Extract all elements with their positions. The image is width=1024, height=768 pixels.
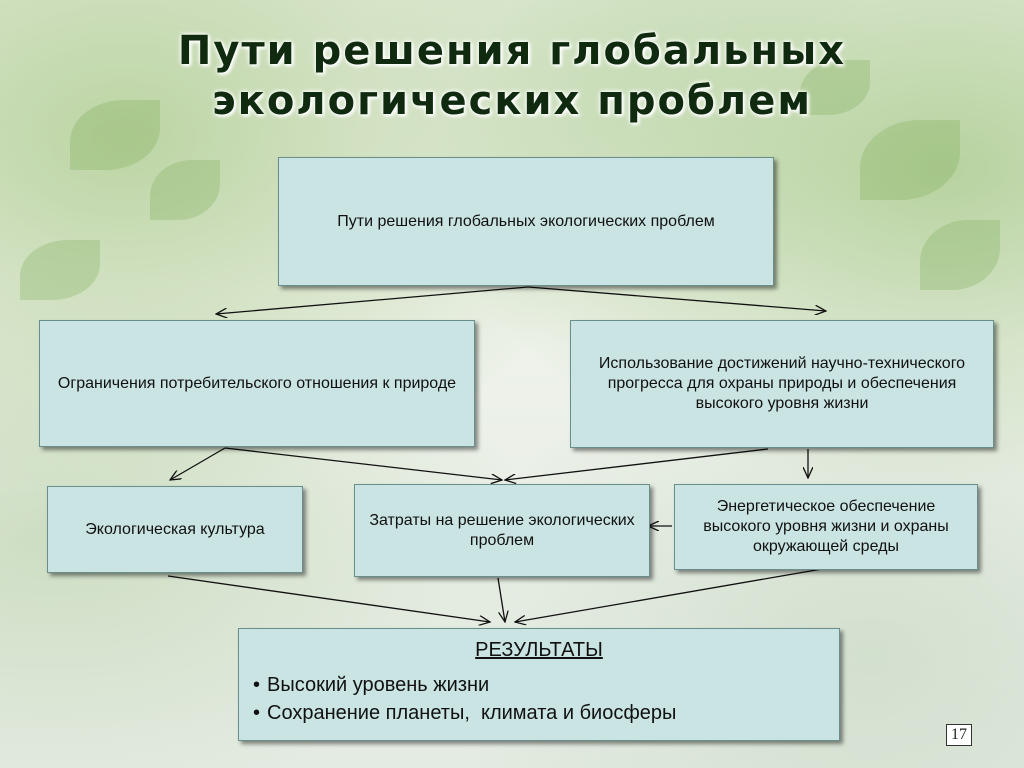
right-text: Использование достижений научно-техничес…: [598, 355, 966, 412]
costs-text: Затраты на решение экологических проблем: [369, 511, 635, 549]
energy-text: Энергетическое обеспечение высокого уров…: [703, 498, 949, 555]
left-box: Ограничения потребительского отношения к…: [39, 320, 475, 447]
root-box: Пути решения глобальных экологических пр…: [278, 157, 774, 286]
results-list: • Высокий уровень жизни • Сохранение плане…: [253, 671, 825, 727]
left-text: Ограничения потребительского отношения к…: [57, 374, 457, 392]
right-box: Использование достижений научно-техничес…: [570, 320, 994, 448]
root-text: Пути решения глобальных экологических пр…: [337, 212, 715, 230]
results-item-text: Высокий уровень жизни: [267, 674, 490, 696]
title-line-2: экологических проблем: [211, 78, 813, 124]
arrow-left-to-culture: [170, 447, 226, 480]
bullet-icon: •: [253, 674, 261, 696]
slide-title: Пути решения глобальных экологических пр…: [0, 26, 1024, 126]
culture-text: Экологическая культура: [85, 520, 265, 538]
title-line-1: Пути решения глобальных: [177, 28, 847, 74]
culture-box: Экологическая культура: [47, 486, 303, 573]
results-item: • Высокий уровень жизни: [253, 671, 825, 699]
arrow-root-to-right: [527, 286, 826, 311]
arrow-root-to-left: [216, 286, 529, 314]
energy-box: Энергетическое обеспечение высокого уров…: [674, 484, 978, 570]
costs-box: Затраты на решение экологических проблем: [354, 484, 650, 577]
results-item: • Сохранение планеты, климата и биосферы: [253, 699, 825, 727]
arrow-right-to-costs: [505, 448, 769, 480]
results-box: РЕЗУЛЬТАТЫ • Высокий уровень жизни • Сохра…: [238, 628, 840, 741]
bullet-icon: •: [253, 702, 261, 724]
arrow-left-to-costs: [224, 447, 502, 480]
arrow-costs-to-results: [497, 577, 505, 622]
arrow-culture-to-results: [167, 575, 490, 622]
results-title: РЕЗУЛЬТАТЫ: [475, 639, 603, 661]
arrow-energy-to-results: [515, 567, 829, 622]
page-number: 17: [946, 724, 972, 746]
results-item-text: Сохранение планеты, климата и биосферы: [267, 702, 677, 724]
